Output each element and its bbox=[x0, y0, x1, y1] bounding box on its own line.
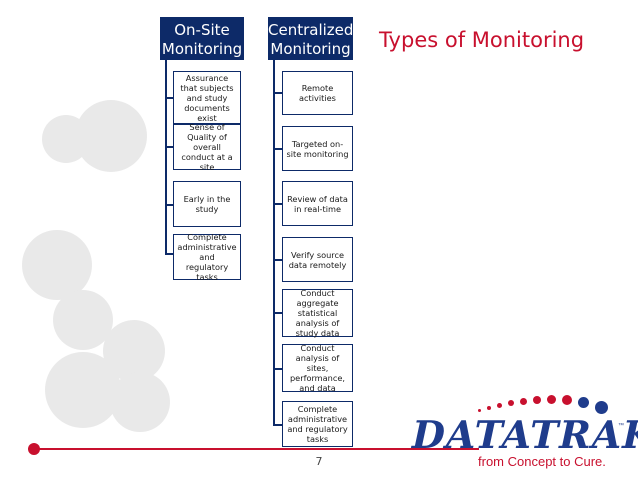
onsite-item-1: Assurance that subjects and study docume… bbox=[173, 71, 241, 124]
decor-circle bbox=[45, 352, 121, 428]
centralized-connector bbox=[273, 148, 282, 150]
onsite-connector-trunk bbox=[165, 60, 167, 254]
centralized-item-5: Conduct aggregate statistical analysis o… bbox=[282, 288, 353, 338]
centralized-connector bbox=[273, 424, 282, 426]
decor-circle bbox=[75, 100, 147, 172]
centralized-header-line1: Centralized bbox=[268, 21, 354, 39]
page-number: 7 bbox=[315, 455, 323, 468]
onsite-connector bbox=[165, 204, 173, 206]
onsite-header-line2: Monitoring bbox=[161, 40, 243, 58]
centralized-header: Centralized Monitoring bbox=[268, 17, 353, 60]
onsite-header: On-Site Monitoring bbox=[160, 17, 244, 60]
logo-tagline: from Concept to Cure. bbox=[478, 454, 606, 469]
trademark-mark: ™ bbox=[618, 423, 624, 429]
centralized-connector bbox=[273, 203, 282, 205]
centralized-header-line2: Monitoring bbox=[270, 40, 351, 58]
slide-title: Types of Monitoring bbox=[379, 28, 585, 52]
centralized-connector-trunk bbox=[273, 60, 275, 426]
decor-red-dot bbox=[28, 443, 40, 455]
centralized-connector bbox=[273, 259, 282, 261]
onsite-item-2: Sense of Quality of overall conduct at a… bbox=[173, 122, 241, 172]
centralized-item-7: Complete administrative and regulatory t… bbox=[282, 401, 353, 447]
onsite-connector bbox=[165, 146, 173, 148]
centralized-item-3: Review of data in real-time bbox=[282, 181, 353, 226]
centralized-item-6: Conduct analysis of sites, performance, … bbox=[282, 343, 353, 393]
onsite-header-line1: On-Site bbox=[174, 21, 230, 39]
centralized-connector bbox=[273, 368, 282, 370]
onsite-item-4: Complete administrative and regulatory t… bbox=[173, 232, 241, 282]
bottom-rule bbox=[35, 448, 479, 450]
datatrak-logo: DATATRAK bbox=[407, 412, 638, 457]
decor-circle bbox=[53, 290, 113, 350]
onsite-item-3: Early in the study bbox=[173, 181, 241, 227]
onsite-connector bbox=[165, 97, 173, 99]
centralized-item-4: Verify source data remotely bbox=[282, 237, 353, 282]
onsite-connector bbox=[165, 253, 173, 255]
centralized-item-2: Targeted on-site monitoring bbox=[282, 126, 353, 171]
centralized-connector bbox=[273, 312, 282, 314]
decor-circle bbox=[22, 230, 92, 300]
centralized-item-1: Remote activities bbox=[282, 71, 353, 115]
decor-circle bbox=[110, 372, 170, 432]
centralized-connector bbox=[273, 92, 282, 94]
